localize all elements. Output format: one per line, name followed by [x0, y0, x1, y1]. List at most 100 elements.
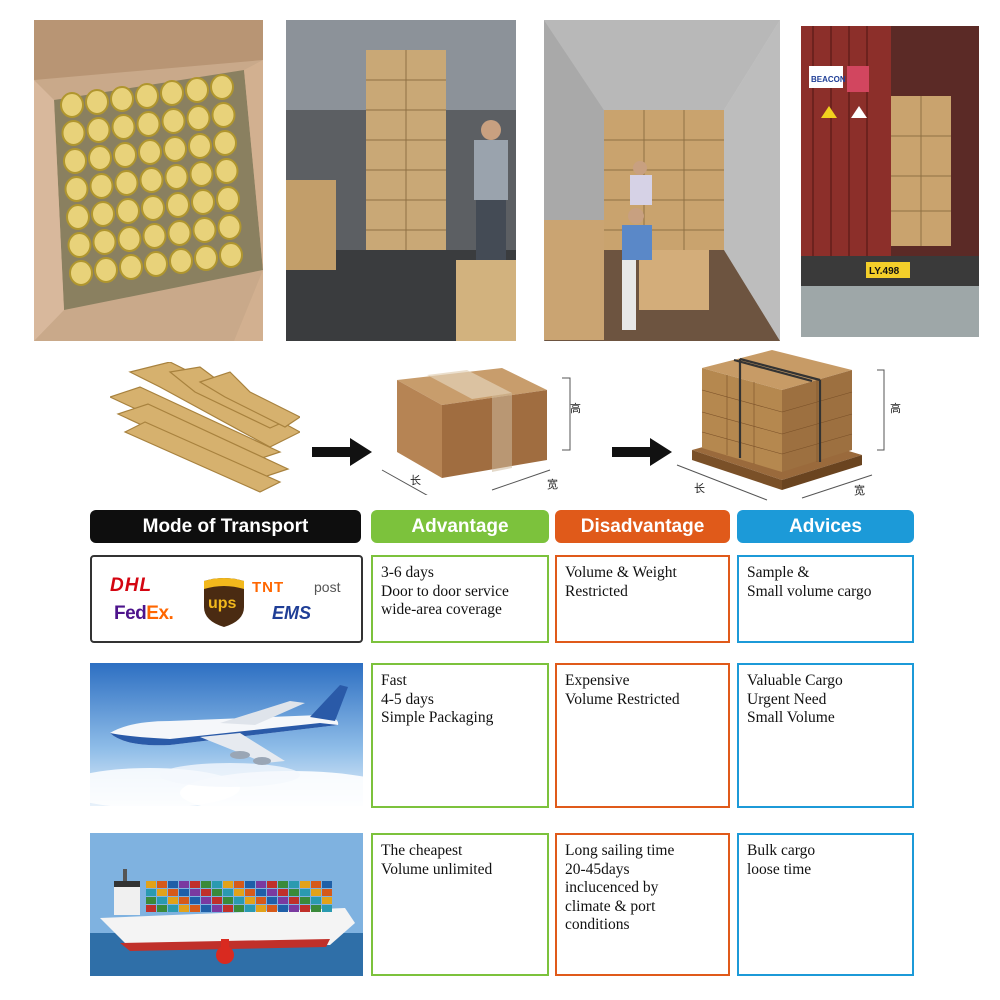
gold-lid — [86, 117, 111, 143]
gold-lid — [113, 142, 137, 168]
ship-container — [212, 881, 222, 888]
ship-container — [300, 897, 310, 904]
ship-container — [245, 897, 255, 904]
gold-lid — [166, 192, 190, 218]
ship-container — [168, 905, 178, 912]
gold-lid — [66, 204, 90, 230]
ship-container — [223, 889, 233, 896]
gold-lid — [136, 111, 161, 137]
ship-container — [267, 889, 277, 896]
header-advices: Advices — [737, 510, 914, 543]
ship-container — [168, 897, 178, 904]
gold-lid — [110, 86, 134, 112]
gold-lid — [85, 89, 109, 115]
gold-lid — [67, 232, 92, 258]
ship-container — [212, 889, 222, 896]
express-advantage-line: wide-area coverage — [381, 601, 502, 618]
gold-lid — [164, 164, 189, 190]
ship-container — [223, 881, 233, 888]
ship-container — [322, 897, 332, 904]
gold-lid — [167, 220, 192, 246]
ship-container — [146, 905, 156, 912]
ship-container — [278, 889, 288, 896]
ship-container — [311, 881, 321, 888]
fedex-fe-text: Fed — [114, 603, 147, 624]
gold-lid — [214, 158, 239, 184]
flat-cardboard-icon — [108, 361, 302, 493]
pallet-boxes-icon — [676, 350, 885, 501]
gold-lid — [116, 198, 140, 224]
container-ship-icon — [90, 833, 363, 976]
box-height-label: 高 — [570, 402, 581, 415]
gold-lid — [163, 136, 187, 162]
carton-box-icon — [381, 368, 571, 499]
gold-lid — [189, 161, 214, 187]
ship-container — [267, 881, 277, 888]
ship-container — [223, 905, 233, 912]
gold-lid — [88, 145, 112, 171]
ship-container — [146, 881, 156, 888]
gold-lid — [92, 229, 117, 255]
ship-container — [212, 897, 222, 904]
ship-container — [168, 889, 178, 896]
fedex-ex-text: Ex. — [146, 603, 174, 624]
ship-container — [289, 897, 299, 904]
ship-container — [234, 897, 244, 904]
sea-advantage-line: Volume unlimited — [381, 860, 493, 878]
express-advices-cell: Sample & Small volume cargo — [737, 555, 914, 643]
gold-lid — [63, 148, 87, 174]
gold-lid — [89, 173, 114, 199]
ship-container — [157, 897, 167, 904]
gold-lid — [186, 105, 211, 131]
gold-lid — [64, 176, 89, 202]
gold-lid — [94, 257, 118, 283]
ship-container — [300, 889, 310, 896]
ship-container — [201, 881, 211, 888]
gold-lid — [191, 189, 215, 215]
pallet-of-boxes-illustration: 高 长 宽 — [672, 340, 922, 502]
ship-container — [157, 881, 167, 888]
sea-advantage-cell: The cheapest Volume unlimited — [371, 833, 549, 976]
gold-lid — [161, 108, 186, 134]
ship-container — [256, 889, 266, 896]
ship-container — [322, 905, 332, 912]
ship-container — [322, 881, 332, 888]
fedex-logo: FedEx. — [114, 603, 174, 625]
gold-lid — [114, 170, 139, 196]
gold-lid — [69, 260, 93, 286]
gold-lid — [139, 167, 164, 193]
arrow-right-icon — [612, 438, 672, 466]
gold-lid — [192, 217, 217, 243]
ups-logo: ups — [202, 577, 246, 627]
ship-container — [168, 881, 178, 888]
ship-container — [201, 889, 211, 896]
gold-lid — [61, 120, 86, 146]
express-advantage-line: Door to door service — [381, 582, 509, 600]
air-advantage-line: Fast — [381, 672, 407, 689]
air-disadvantage-line: Expensive — [565, 672, 630, 689]
express-advantage-line: 3-6 days — [381, 564, 434, 581]
sea-advices-line: Bulk cargo — [747, 842, 816, 859]
sea-disadvantage-line: Long sailing time — [565, 842, 675, 859]
arrow-right-icon — [312, 438, 372, 466]
airplane-icon — [90, 663, 363, 806]
gold-lid — [141, 195, 165, 221]
ship-container — [190, 897, 200, 904]
photo-container-truck: BEACON LY.498 — [801, 26, 979, 337]
pallet-width-label: 宽 — [854, 484, 865, 497]
air-freight-airplane-image — [90, 663, 363, 806]
ship-container — [300, 905, 310, 912]
ups-logo-text: ups — [208, 595, 237, 612]
ship-container — [267, 905, 277, 912]
gold-lid — [135, 83, 159, 109]
header-disadvantage: Disadvantage — [555, 510, 730, 543]
ship-container — [289, 881, 299, 888]
express-advices-line: Sample & — [747, 564, 810, 581]
gold-lid — [144, 251, 168, 277]
air-advantage-line: Simple Packaging — [381, 709, 494, 726]
express-advantage-cell: 3-6 days Door to door service wide-area … — [371, 555, 549, 643]
gold-lid — [142, 223, 167, 249]
ship-container — [212, 905, 222, 912]
gold-lid — [185, 77, 209, 103]
ship-container — [179, 889, 189, 896]
